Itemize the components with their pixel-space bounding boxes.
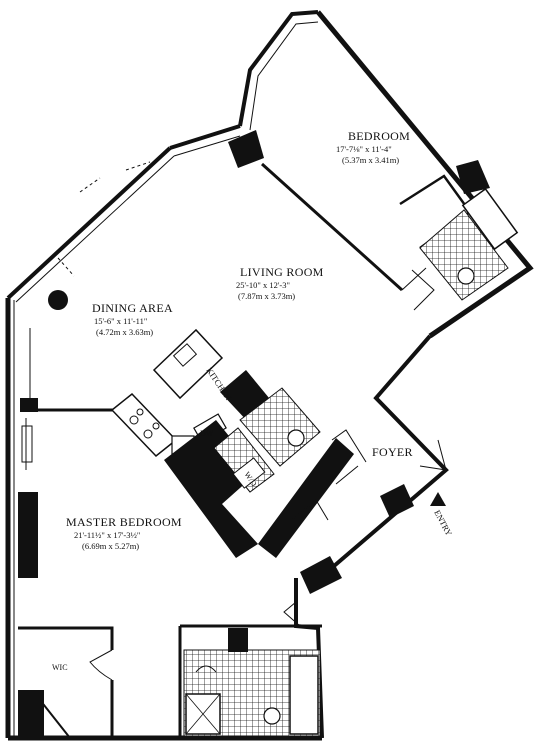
living-window-wall [169,124,241,150]
column [20,398,38,412]
foyer-closet-doors [291,465,359,521]
foyer-wall [318,334,449,580]
dishwasher-label: DW [200,429,214,438]
bedroom-name: BEDROOM [348,129,410,143]
column [18,492,38,578]
master-bedroom-dims-m: (6.69m x 5.27m) [82,541,139,551]
master-door-swing [283,601,301,627]
bedroom-toilet [457,267,475,285]
column [380,484,414,518]
column [228,130,264,168]
powder-toilet [287,429,305,447]
wic-door-swing [89,649,113,681]
living-room-name: LIVING ROOM [240,265,324,279]
wic-name: WIC [52,663,68,672]
columns [18,130,490,738]
entry-arrow-icon [430,492,446,506]
dining-area-name: DINING AREA [92,301,173,315]
washer-dryer [232,457,266,489]
powder-room [239,387,321,467]
bedroom-dims-m: (5.37m x 3.41m) [342,155,399,165]
master-bedroom-dims-ft: 21'-11½" x 17'-3½" [74,530,140,540]
column [300,556,342,594]
living-room-dims-ft: 25'-10" x 12'-3" [236,280,290,290]
kitchen-counter [110,392,178,458]
wic-wall [18,626,114,650]
column [456,160,490,194]
master-tub [289,655,319,735]
master-bath-column [228,628,248,652]
dining-area-dims-m: (4.72m x 3.63m) [96,327,153,337]
dining-pendant-dot [48,290,68,310]
bedroom-bay-wall [238,10,319,127]
column [18,690,44,738]
entry-label: ENTRY [432,508,454,537]
bedroom-right-wall [316,10,534,339]
bedroom-bath [419,209,509,301]
room-labels: BEDROOM 17'-7⅛" x 11'-4" (5.37m x 3.41m)… [52,129,454,672]
dining-area-dims-ft: 15'-6" x 11'-11" [94,316,147,326]
bedroom-partition [260,162,404,292]
living-room-dims-m: (7.87m x 3.73m) [238,291,295,301]
foyer-name: FOYER [372,445,413,459]
kitchen-island [152,328,224,400]
bedroom-tub [461,187,519,251]
bedroom-dims-ft: 17'-7⅛" x 11'-4" [336,144,392,154]
entry-door-swing [419,439,447,471]
kitchen-name: KITCHEN [204,366,233,403]
master-bedroom-name: MASTER BEDROOM [66,515,182,529]
master-toilet [263,707,281,725]
foyer-closet [258,438,354,558]
bedroom-door-swing [401,267,427,291]
bedroom-closet-door [411,269,435,311]
interior-walls [18,161,519,739]
dining-window-wall [6,146,172,300]
